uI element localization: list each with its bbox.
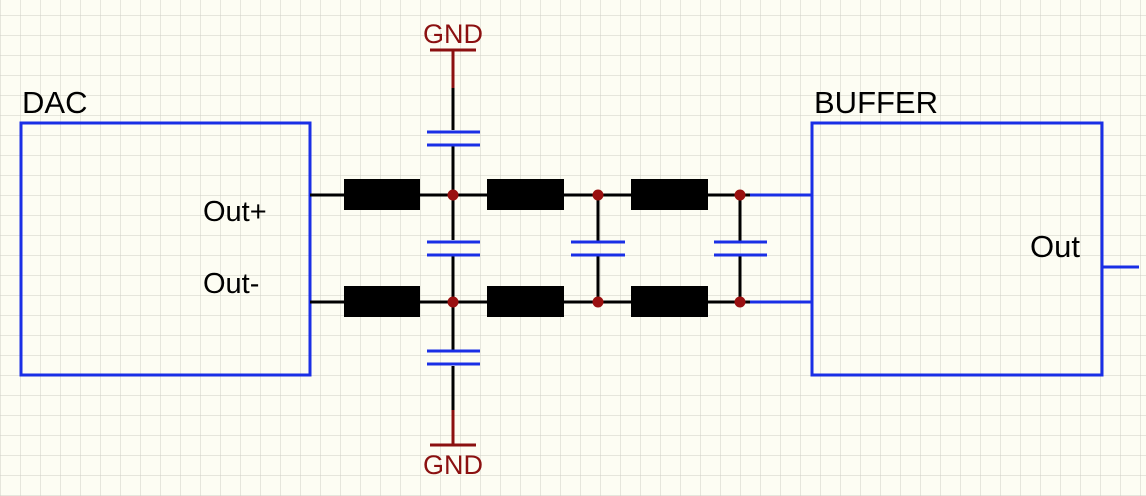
capacitor-diff-1[interactable]: [427, 240, 480, 257]
gnd-bottom: GND: [423, 410, 483, 480]
junction-top-2: [592, 189, 604, 201]
resistors: [344, 179, 708, 317]
dac-outline: [19, 121, 312, 377]
dac-title: DAC: [22, 85, 87, 120]
junction-top-3: [734, 189, 746, 201]
gnd-top: GND: [423, 19, 483, 88]
dac-pin-out-plus: Out+: [203, 196, 267, 228]
buffer-outline: [810, 121, 1104, 377]
resistor-bottom-3[interactable]: [631, 286, 708, 317]
capacitor-bottom-gnd[interactable]: [427, 349, 480, 366]
junction-top-1: [447, 189, 459, 201]
junction-bottom-1: [447, 296, 459, 308]
junction-bottom-2: [592, 296, 604, 308]
capacitor-diff-2[interactable]: [571, 240, 625, 257]
dac-pin-out-minus: Out-: [203, 268, 259, 300]
junction-bottom-3: [734, 296, 746, 308]
buffer-title: BUFFER: [814, 85, 938, 120]
resistor-top-3[interactable]: [631, 179, 708, 210]
resistor-top-1[interactable]: [344, 179, 420, 210]
buffer-pin-out: Out: [1030, 229, 1080, 264]
resistor-top-2[interactable]: [487, 179, 564, 210]
capacitors: [427, 130, 767, 366]
resistor-bottom-2[interactable]: [487, 286, 564, 317]
buffer-input-wires: [750, 193, 812, 304]
gnd-top-label: GND: [423, 19, 483, 49]
resistor-bottom-1[interactable]: [344, 286, 420, 317]
gnd-bottom-label: GND: [423, 450, 483, 480]
junctions: [447, 189, 746, 308]
buffer-block[interactable]: BUFFER Out: [810, 85, 1139, 377]
dac-block[interactable]: DAC Out+ Out-: [19, 85, 312, 377]
capacitor-top-gnd[interactable]: [427, 130, 480, 147]
capacitor-diff-3[interactable]: [714, 240, 767, 257]
